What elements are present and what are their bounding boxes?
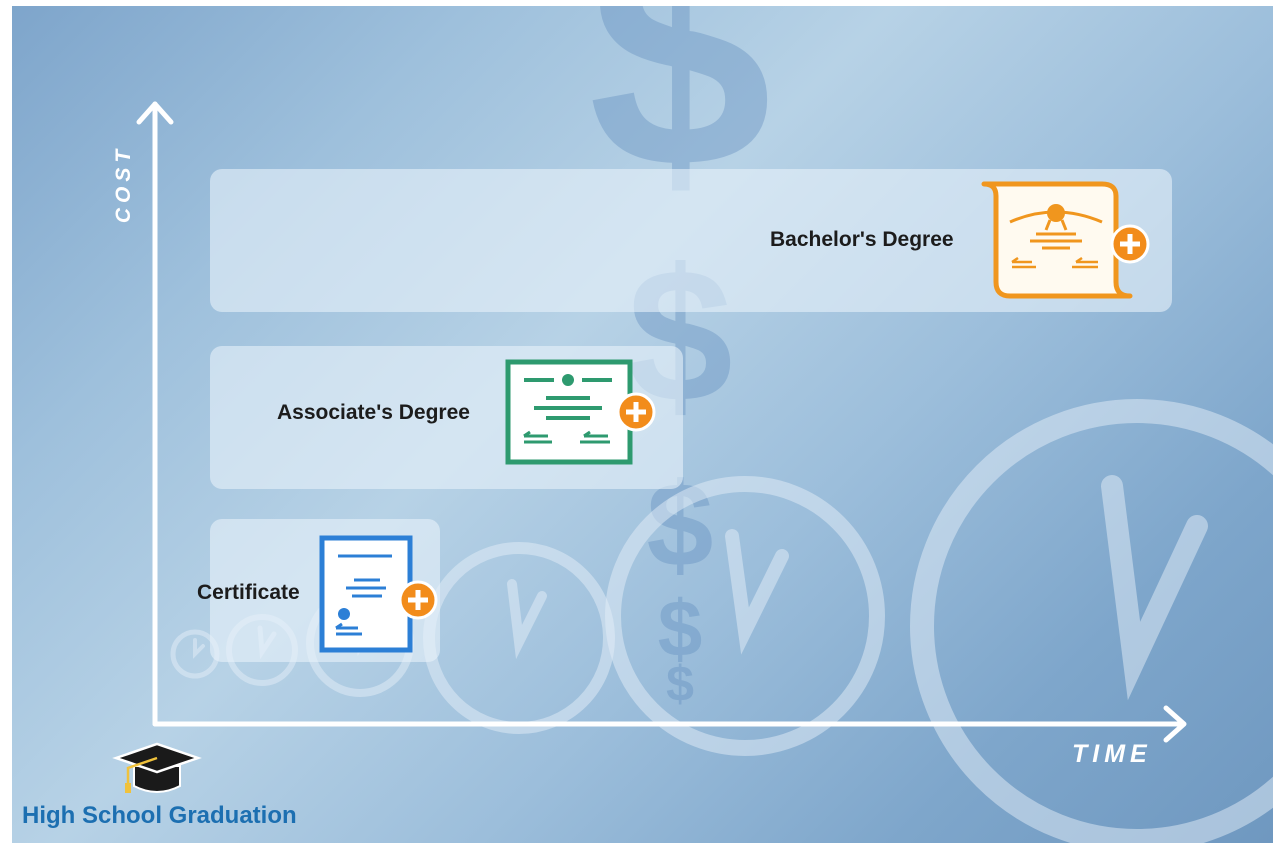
add-bachelor-plus-icon[interactable]	[1110, 224, 1150, 264]
add-certificate-plus-icon[interactable]	[398, 580, 438, 620]
certificate-label: Certificate	[197, 581, 300, 604]
axes	[136, 101, 1187, 743]
clock-icon	[605, 476, 885, 756]
certificate-document-icon[interactable]	[318, 534, 443, 656]
cost-axis-label: COST	[112, 144, 135, 224]
clock-icon	[910, 399, 1273, 843]
graduation-cap-icon	[112, 742, 202, 793]
high-school-graduation-label: High School Graduation	[22, 802, 297, 829]
time-axis-arrow	[1163, 705, 1187, 743]
associate-diploma-icon[interactable]	[504, 358, 659, 466]
add-associate-plus-icon[interactable]	[616, 392, 656, 432]
bachelor-degree-label: Bachelor's Degree	[770, 228, 954, 251]
time-axis-label: TIME	[1072, 740, 1152, 768]
cost-axis-arrow	[136, 101, 174, 125]
dollar-sign-icon: $	[666, 656, 694, 712]
associate-degree-label: Associate's Degree	[277, 401, 470, 424]
dollar-sign-icon: $	[658, 584, 703, 673]
diagram-canvas: $ $ $ $ $	[12, 6, 1273, 843]
bachelor-diploma-icon[interactable]	[980, 178, 1150, 304]
